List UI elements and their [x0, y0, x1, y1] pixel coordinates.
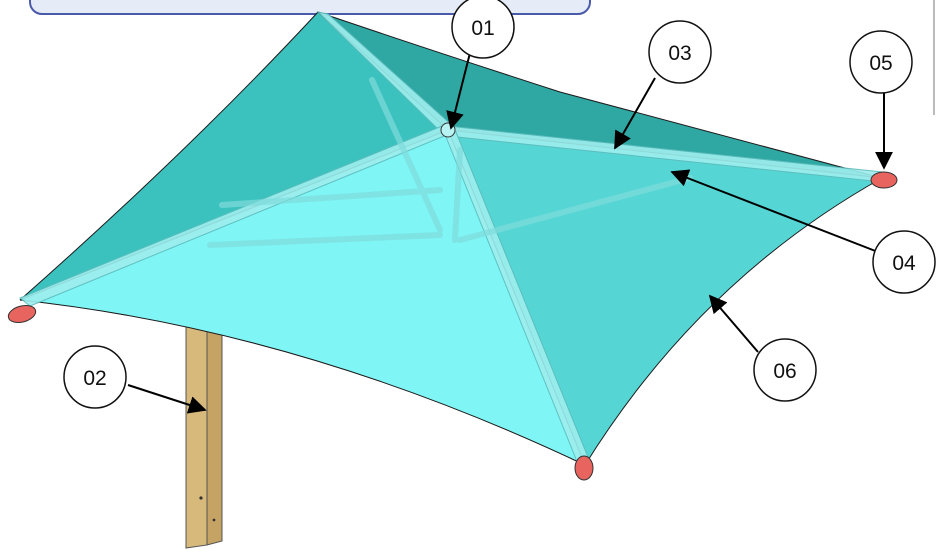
end-caps [7, 171, 898, 481]
callout-02: 02 [63, 345, 127, 409]
central-hub [440, 122, 456, 138]
svg-text:06: 06 [773, 360, 796, 383]
leader-arrows [127, 44, 893, 414]
svg-text:01: 01 [471, 17, 494, 40]
svg-text:03: 03 [668, 42, 691, 65]
svg-text:05: 05 [869, 52, 892, 75]
header-box [29, 0, 591, 15]
callout-04: 04 [872, 230, 936, 294]
callout-03: 03 [648, 20, 712, 84]
svg-text:04: 04 [892, 252, 916, 275]
frame-struts [207, 77, 693, 248]
canopy-fabric [19, 11, 884, 467]
callout-06: 06 [753, 338, 817, 402]
callout-01: 01 [451, 0, 515, 59]
svg-text:02: 02 [83, 367, 106, 390]
callout-05: 05 [849, 30, 913, 94]
